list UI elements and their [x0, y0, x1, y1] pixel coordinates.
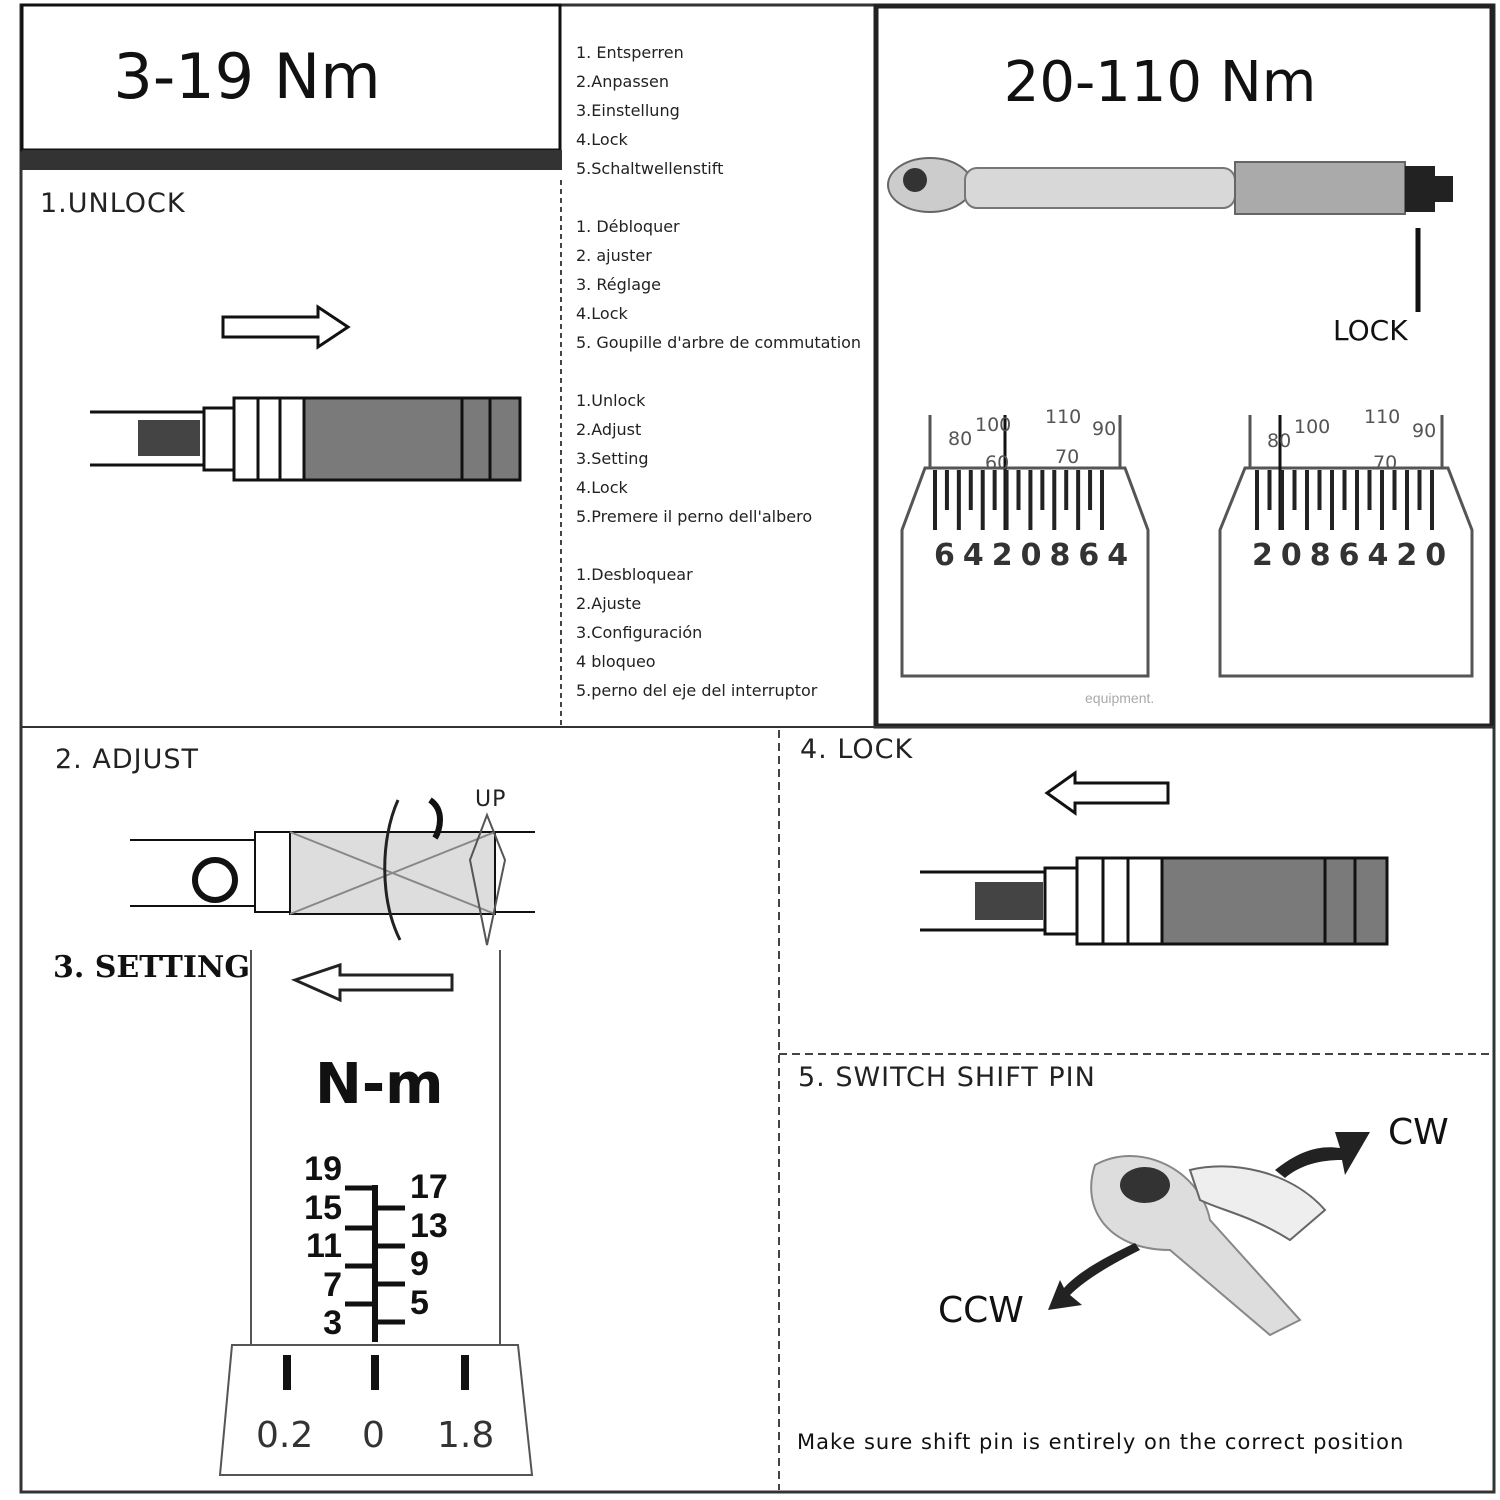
step5-title: 5. SWITCH SHIFT PIN — [798, 1062, 1096, 1093]
scale-right: 17 13 9 5 — [410, 1168, 448, 1322]
list-item: 1. Entsperren — [576, 43, 684, 62]
dial-label: 70 — [1373, 452, 1398, 474]
ratchet-hand-image — [1090, 1155, 1327, 1337]
scale-left: 19 15 11 7 3 — [298, 1150, 342, 1343]
scale-value: 17 — [410, 1168, 448, 1206]
lang-spanish: 1.Desbloquear 2.Ajuste 3.Configuración 4… — [576, 560, 861, 705]
list-item: 3. Réglage — [576, 275, 661, 294]
step4-title: 4. LOCK — [800, 734, 914, 765]
base-label: 0.2 — [256, 1415, 314, 1456]
scale-value: 3 — [323, 1304, 342, 1342]
list-item: 4.Lock — [576, 304, 628, 323]
lock-label: LOCK — [1333, 314, 1408, 347]
wrench-handle-unlock — [90, 396, 522, 482]
dial-ticks — [933, 470, 1434, 530]
list-item: 2.Anpassen — [576, 72, 669, 91]
list-item: 1.Unlock — [576, 391, 646, 410]
dial-label: 110 — [1045, 406, 1082, 428]
scale-value: 5 — [410, 1283, 429, 1322]
ccw-arrow-icon — [1048, 1243, 1140, 1310]
dial-right-digits: 2086420 — [1252, 538, 1455, 573]
dial-left-digits: 6420864 — [934, 538, 1137, 573]
shift-pin-note: Make sure shift pin is entirely on the c… — [797, 1430, 1405, 1454]
lang-french: 1. Débloquer 2. ajuster 3. Réglage 4.Loc… — [576, 212, 861, 357]
scale-value: 11 — [306, 1227, 342, 1265]
list-item: 2.Ajuste — [576, 594, 642, 613]
dial-label: 70 — [1055, 446, 1080, 468]
list-item: 1. Débloquer — [576, 217, 680, 236]
ccw-label: CCW — [938, 1290, 1024, 1331]
list-item: 5. Goupille d'arbre de commutation — [576, 333, 862, 352]
scale-value: 15 — [304, 1188, 342, 1227]
base-label: 0 — [362, 1415, 385, 1456]
list-item: 2.Adjust — [576, 420, 642, 439]
list-item: 3.Configuración — [576, 623, 703, 642]
up-label: UP — [475, 787, 507, 812]
dial-label: 80 — [1267, 430, 1292, 452]
list-item: 4.Lock — [576, 130, 628, 149]
range-title-large: 20-110 Nm — [1003, 50, 1317, 115]
list-item: 4 bloqueo — [576, 652, 656, 671]
multilingual-steps: 1. Entsperren 2.Anpassen 3.Einstellung 4… — [576, 38, 861, 705]
scale-value: 13 — [410, 1206, 448, 1245]
list-item: 5.Premere il perno dell'albero — [576, 507, 813, 526]
list-item: 5.Schaltwellenstift — [576, 159, 724, 178]
cw-label: CW — [1388, 1112, 1449, 1153]
wrench-handle-adjust — [130, 797, 535, 946]
arrow-right-icon — [221, 304, 351, 350]
list-item: 1.Desbloquear — [576, 565, 693, 584]
unit-label: N-m — [315, 1052, 444, 1117]
dial-label: 90 — [1412, 420, 1437, 442]
wrench-handle-lock — [920, 856, 1389, 946]
step1-title: 1.UNLOCK — [40, 188, 186, 219]
list-item: 5.perno del eje del interruptor — [576, 681, 818, 700]
cw-arrow-icon — [1275, 1132, 1370, 1178]
dial-label: 80 — [948, 428, 973, 450]
setting-scale — [218, 950, 534, 1476]
base-label: 1.8 — [437, 1415, 495, 1456]
dial-label: 60 — [985, 452, 1010, 474]
dial-label: 100 — [975, 414, 1012, 436]
scale-value: 7 — [323, 1265, 342, 1304]
outer-frame — [19, 3, 1496, 1494]
scale-value: 9 — [410, 1245, 429, 1283]
scale-value: 19 — [304, 1150, 342, 1188]
lang-german: 1. Entsperren 2.Anpassen 3.Einstellung 4… — [576, 38, 861, 183]
torque-wrench-image — [887, 157, 1453, 312]
title-bar-left — [22, 150, 562, 170]
list-item: 4.Lock — [576, 478, 628, 497]
arrow-left-icon — [1044, 770, 1170, 816]
list-item: 3.Einstellung — [576, 101, 680, 120]
range-title-small: 3-19 Nm — [113, 40, 381, 113]
list-item: 2. ajuster — [576, 246, 652, 265]
step3-title: 3. SETTING — [53, 950, 250, 985]
faint-text: equipment. — [1085, 690, 1155, 706]
step2-title: 2. ADJUST — [55, 744, 199, 775]
list-item: 3.Setting — [576, 449, 649, 468]
dial-label: 90 — [1092, 418, 1117, 440]
dial-label: 100 — [1294, 416, 1331, 438]
arrow-left-icon — [290, 962, 454, 1003]
lang-italian: 1.Unlock 2.Adjust 3.Setting 4.Lock 5.Pre… — [576, 386, 861, 531]
dial-label: 110 — [1364, 406, 1401, 428]
